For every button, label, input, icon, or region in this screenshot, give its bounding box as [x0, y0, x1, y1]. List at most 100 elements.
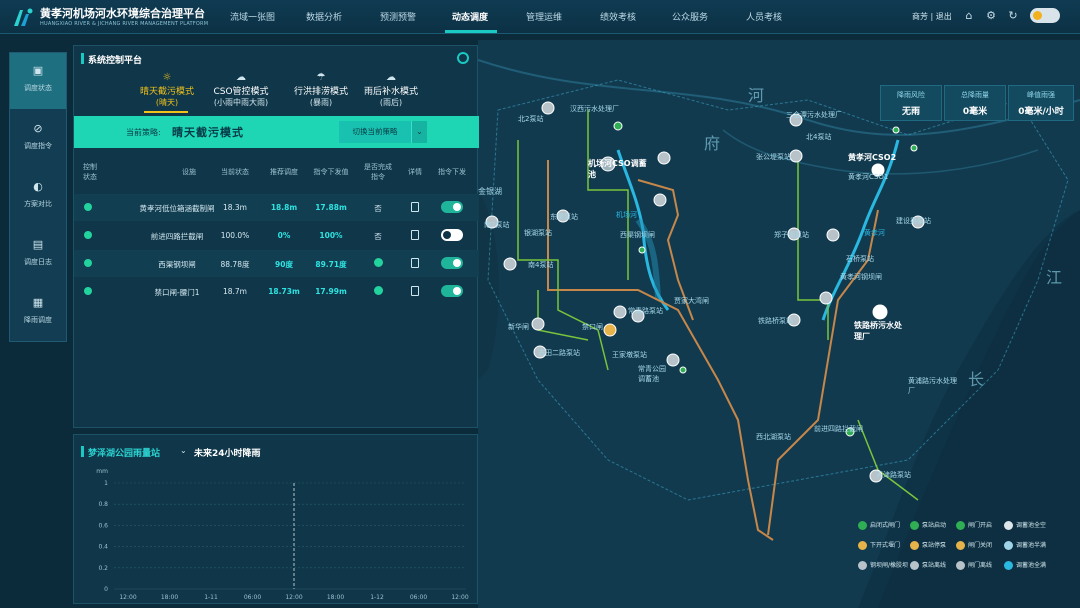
map-label-jichanghe: 机场河	[616, 211, 637, 219]
mode-name: 雨后补水模式	[363, 87, 418, 97]
map-label-huangxiao-dam: 黄孝河钢坝闸	[840, 273, 882, 281]
col-header-done: 是否完成指令	[364, 163, 392, 181]
nav-active-indicator	[445, 30, 497, 33]
current-strategy-bar: 当前策略: 晴天截污模式 切换当前策略 ⌄	[74, 116, 479, 148]
left-sidebar: ▣ 调度状态 ⊘ 调度指令 ◐ 方案对比 ▤ 调度日志 ▦ 降雨调度	[9, 52, 67, 342]
map-label-xibeihu: 西北湖泵站	[756, 433, 791, 441]
mode-sub: (小雨中雨大雨)	[213, 98, 269, 107]
top-bar: 黄孝河机场河水环境综合治理平台 HUANGXIAO RIVER & JICHAN…	[0, 0, 1080, 34]
map-label-cso2: 黄孝河CSO2	[848, 153, 897, 162]
legend-item: 泵站停泵	[910, 540, 946, 550]
weather-risk-title: 降雨风险	[897, 91, 925, 99]
nav-operations[interactable]: 管理运维	[526, 13, 563, 23]
x-tick-label: 12:00	[119, 594, 136, 601]
mode-flood[interactable]: ☂ 行洪排涝模式 (暴雨)	[276, 72, 366, 108]
system-control-panel: 系统控制平台 ☼ 晴天截污模式 (晴天) ☁ CSO管控模式 (小雨中雨大雨) …	[73, 45, 479, 428]
detail-icon[interactable]	[411, 230, 419, 240]
map-label-huangxiao: 黄孝河	[864, 229, 885, 237]
facility-name: 前进四路拦截闸	[150, 232, 204, 241]
mode-name: CSO管控模式	[213, 87, 269, 97]
gear-icon[interactable]: ⚙	[986, 9, 996, 22]
done-value: 否	[374, 204, 382, 213]
sidebar-item-schedule-status[interactable]: ▣ 调度状态	[10, 53, 66, 109]
detail-icon[interactable]	[411, 202, 419, 212]
sidebar-item-label: 降雨调度	[24, 316, 52, 324]
settings-icon[interactable]	[457, 52, 469, 64]
storm-icon: ☂	[316, 72, 326, 83]
map-label-qianjin: 前进四路拦截闸	[814, 425, 863, 433]
x-tick-label: 1-12	[370, 594, 384, 601]
weather-risk-value: 无雨	[901, 107, 920, 117]
map-label-jinkou: 禁口闸	[582, 323, 603, 331]
y-tick-label: 1	[104, 480, 108, 487]
detail-icon[interactable]	[411, 258, 419, 268]
col-header-control-status: 控制状态	[83, 163, 97, 181]
home-icon[interactable]: ⌂	[965, 9, 973, 22]
sidebar-item-schedule-log[interactable]: ▤ 调度日志	[10, 227, 66, 283]
map-label-cso-pool: 机场河CSO调蓄池	[588, 159, 647, 179]
issued-value[interactable]: 17.88m	[315, 203, 347, 212]
dispatch-toggle[interactable]	[441, 229, 463, 241]
app-title: 黄孝河机场河水环境综合治理平台	[40, 7, 205, 20]
command-icon: ⊘	[33, 122, 43, 135]
nav-public-service[interactable]: 公众服务	[672, 13, 709, 23]
nav-staff-review[interactable]: 人员考核	[746, 13, 783, 23]
x-tick-label: 18:00	[161, 594, 178, 601]
logo-icon	[14, 8, 33, 26]
check-icon	[374, 286, 383, 295]
dispatch-toggle[interactable]	[441, 201, 463, 213]
mode-name: 晴天截污模式	[139, 87, 194, 97]
map-label-zhengzihu: 郑子湖泵站	[774, 231, 809, 239]
theme-toggle[interactable]	[1030, 8, 1060, 23]
sidebar-item-label: 调度日志	[24, 258, 52, 266]
nav-basin-map[interactable]: 流域一张图	[230, 13, 276, 23]
legend-item: 钢坝闸/橡胶坝	[858, 560, 908, 570]
issued-value[interactable]: 17.99m	[315, 287, 347, 296]
recommend-value: 18.8m	[270, 203, 298, 212]
detail-icon[interactable]	[411, 286, 419, 296]
user-logout[interactable]: 商芳 | 退出	[912, 12, 952, 21]
dispatch-toggle[interactable]	[441, 257, 463, 269]
switch-strategy-button[interactable]: 切换当前策略	[339, 121, 411, 143]
chevron-down-icon[interactable]: ⌄	[180, 446, 187, 455]
map-label-nan4: 南4泵站	[528, 261, 554, 269]
map-label-tielu-station: 铁路桥泵站	[758, 317, 793, 325]
mode-cso[interactable]: ☁ CSO管控模式 (小雨中雨大雨)	[196, 72, 286, 108]
nav-dynamic-dispatch[interactable]: 动态调度	[452, 13, 489, 23]
x-tick-label: 12:00	[451, 594, 468, 601]
sidebar-item-schedule-command[interactable]: ⊘ 调度指令	[10, 111, 66, 167]
issued-value[interactable]: 89.71度	[315, 260, 347, 269]
compare-icon: ◐	[33, 180, 43, 193]
mode-sunny[interactable]: ☼ 晴天截污模式 (晴天)	[122, 72, 212, 108]
title-accent	[81, 53, 84, 64]
sidebar-item-rain-schedule[interactable]: ▦ 降雨调度	[10, 285, 66, 341]
map-label-fu: 府	[704, 134, 721, 153]
nav-data-analysis[interactable]: 数据分析	[306, 13, 343, 23]
weather-total-title: 总降雨量	[961, 91, 989, 99]
title-accent	[81, 446, 84, 457]
refresh-icon[interactable]: ↻	[1008, 9, 1018, 22]
mode-sub: (雨后)	[379, 98, 403, 107]
sidebar-item-plan-compare[interactable]: ◐ 方案对比	[10, 169, 66, 225]
log-icon: ▤	[32, 238, 44, 251]
mode-after-rain[interactable]: ☁ 雨后补水模式 (雨后)	[346, 72, 436, 108]
strategy-label: 当前策略:	[126, 128, 161, 137]
sidebar-item-label: 调度指令	[24, 142, 52, 150]
dispatch-toggle[interactable]	[441, 285, 463, 297]
after-rain-icon: ☁	[386, 72, 396, 83]
weather-total-box: 总降雨量 0毫米	[944, 85, 1006, 121]
map-area[interactable]: 河 府 江 长 机场河CSO调蓄池 黄孝河CSO2 黄孝河 铁路桥污水处理厂 黄…	[478, 40, 1080, 608]
x-tick-label: 18:00	[327, 594, 344, 601]
map-label-huangpu-plant: 黄浦路污水处理厂	[908, 377, 957, 395]
map-label-zhanggongdi: 张公堤泵站	[756, 153, 791, 161]
chevron-down-icon[interactable]: ⌄	[411, 121, 427, 143]
nav-performance[interactable]: 绩效考核	[600, 13, 637, 23]
col-header-dispatch: 指令下发	[438, 168, 466, 176]
col-header-current: 当前状态	[221, 168, 249, 176]
weather-peak-title: 峰值雨强	[1027, 91, 1055, 99]
nav-forecast[interactable]: 预测预警	[380, 13, 417, 23]
map-label-xiqu-dam: 西渠钢坝闸	[620, 231, 655, 239]
rain-station-select[interactable]: 梦泽湖公园雨量站	[88, 449, 161, 459]
map-label-cso1: 黄孝河CSO1	[848, 173, 889, 181]
issued-value[interactable]: 100%	[319, 231, 343, 240]
